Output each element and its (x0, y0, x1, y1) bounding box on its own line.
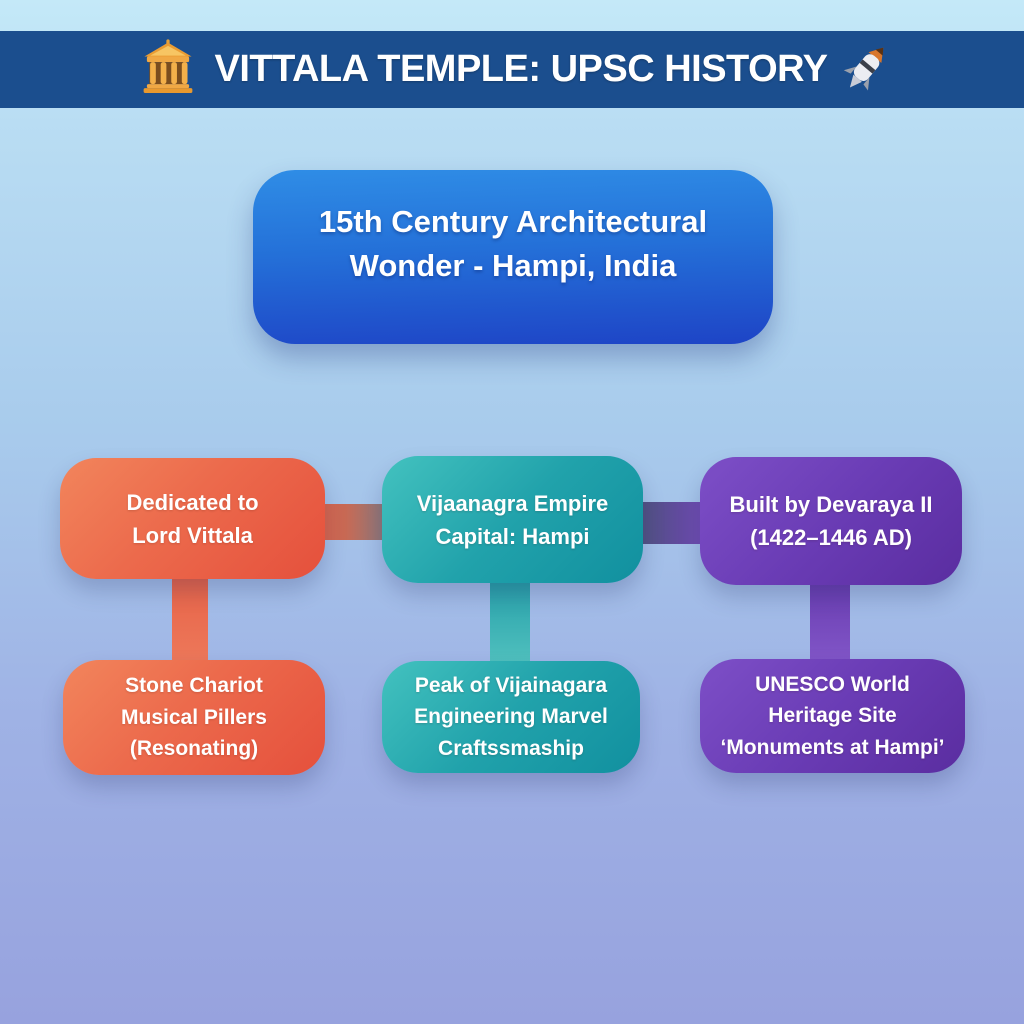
rocket-icon (833, 37, 896, 103)
card-line: Heritage Site (768, 704, 897, 728)
card-line: Built by Devaraya II (729, 492, 933, 517)
card-unesco: UNESCO World Heritage Site ‘Monuments at… (700, 659, 965, 773)
card-builder: Built by Devaraya II (1422–1446 AD) (700, 457, 962, 585)
card-line: Musical Pillers (121, 705, 267, 729)
header-bar: VITTALA TEMPLE: UPSC HISTORY (0, 31, 1024, 108)
hero-card: 15th Century Architectural Wonder - Hamp… (253, 170, 773, 344)
card-line: Stone Chariot (125, 674, 263, 698)
card-line: Vijaanagra Empire (416, 490, 609, 516)
card-line: (1422–1446 AD) (750, 525, 912, 550)
hero-line-2: Wonder - Hampi, India (349, 248, 677, 283)
classical-building-icon (142, 39, 194, 100)
card-line: Engineering Marvel (414, 705, 608, 729)
card-line: (Resonating) (129, 737, 259, 761)
card-line: Peak of Vijainagara (414, 673, 608, 697)
card-line: Dedicated to (126, 489, 259, 515)
card-line: Lord Vittala (132, 522, 253, 548)
card-line: ‘Monuments at Hampi’ (720, 735, 945, 759)
card-empire-capital: Vijaanagra Empire Capital: Hampi (382, 456, 643, 583)
card-line: Capital: Hampi (435, 523, 590, 549)
card-dedication: Dedicated to Lord Vittala (60, 458, 325, 579)
card-line: UNESCO World (755, 672, 910, 696)
hero-line-1: 15th Century Architectural (318, 203, 708, 239)
card-line: Craftssmaship (438, 736, 584, 760)
page-title: VITTALA TEMPLE: UPSC HISTORY (214, 48, 828, 90)
card-stone-chariot: Stone Chariot Musical Pillers (Resonatin… (63, 660, 325, 775)
card-engineering: Peak of Vijainagara Engineering Marvel C… (382, 661, 640, 773)
